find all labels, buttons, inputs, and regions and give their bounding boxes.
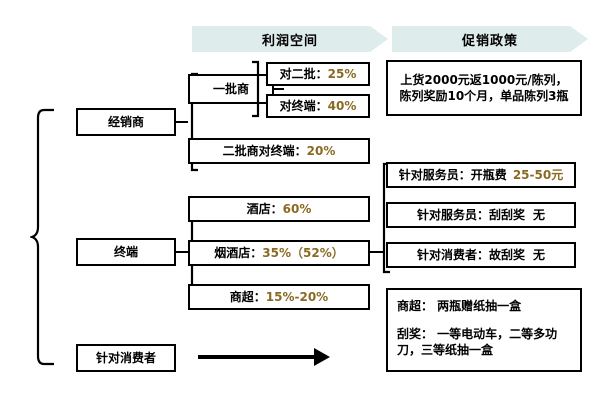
channel-box-consumer: 针对消费者 (76, 344, 176, 372)
box-first-to-terminal: 对终端： 40% (266, 94, 370, 118)
terminal-supermarket-value: 15%-20% (265, 289, 329, 304)
connector-distributor (176, 121, 188, 123)
box-promo-consumer-scratch-prize: 针对消费者：故刮奖 无 (386, 242, 576, 268)
first-tier-label: 一批商 (212, 81, 249, 96)
promo-waiter-scratch-prize-value: 无 (533, 207, 546, 222)
channel-label-terminal: 终端 (113, 244, 138, 259)
promo-waiter-opening-fee-label: 针对服务员：开瓶费 (398, 167, 507, 182)
terminal-supermarket-label: 商超： (229, 289, 266, 304)
box-first-tier: 一批商 (188, 74, 274, 104)
banner-promo-policy-label: 促销政策 (461, 33, 518, 49)
box-promo-waiter-opening-fee: 针对服务员：开瓶费 25-50元 (386, 162, 576, 188)
connector-terminal-to-promo (370, 251, 384, 253)
promo-consumer-note-scratch: 刮奖： 一等电动车，二等多功刀，三等纸抽一盒 (397, 327, 558, 358)
box-promo-consumer-notes: 商超： 两瓶赠纸抽一盒 刮奖： 一等电动车，二等多功刀，三等纸抽一盒 (386, 288, 582, 372)
box-first-to-second: 对二批： 25% (266, 62, 370, 86)
banner-promo-policy: 促销政策 (392, 26, 588, 52)
terminal-hotel-value: 60% (282, 201, 312, 216)
consumer-flow-arrow-head (314, 348, 330, 366)
second-to-terminal-label: 二批商对终端： (222, 143, 307, 158)
connector-terminal (176, 251, 188, 253)
channel-label-consumer: 针对消费者 (95, 350, 156, 365)
box-second-to-terminal: 二批商对终端： 20% (188, 138, 370, 164)
banner-profit-space-label: 利润空间 (261, 33, 318, 49)
promo-distributor-policy-text: 上货2000元返1000元/陈列，陈列奖励10个月，单品陈列3瓶 (399, 72, 569, 103)
promo-consumer-note-supermarket: 商超： 两瓶赠纸抽一盒 (397, 299, 522, 313)
box-terminal-tobacco-shop: 烟酒店： 35%（52%） (188, 240, 370, 266)
terminal-hotel-label: 酒店： (246, 201, 283, 216)
first-to-second-value: 25% (327, 66, 357, 81)
box-terminal-supermarket: 商超： 15%-20% (188, 284, 370, 310)
channel-box-terminal: 终端 (76, 238, 176, 266)
second-to-terminal-value: 20% (306, 143, 336, 158)
connector-first-tier (274, 88, 284, 90)
terminal-tobacco-shop-label: 烟酒店： (214, 245, 263, 260)
box-promo-waiter-scratch-prize: 针对服务员：刮刮奖 无 (386, 202, 576, 228)
promo-waiter-scratch-prize-label: 针对服务员：刮刮奖 (416, 207, 525, 222)
first-to-terminal-value: 40% (327, 98, 357, 113)
terminal-tobacco-shop-value: 35%（52%） (262, 245, 344, 260)
channel-box-distributor: 经销商 (76, 108, 176, 136)
box-promo-distributor-policy: 上货2000元返1000元/陈列，陈列奖励10个月，单品陈列3瓶 (386, 60, 582, 116)
root-brace (30, 108, 56, 366)
promo-consumer-scratch-prize-value: 无 (533, 247, 546, 262)
channel-label-distributor: 经销商 (107, 114, 144, 129)
promo-consumer-scratch-prize-label: 针对消费者：故刮奖 (416, 247, 525, 262)
promo-waiter-opening-fee-value: 25-50元 (512, 167, 564, 182)
first-to-second-label: 对二批： (279, 66, 328, 81)
banner-profit-space: 利润空间 (192, 26, 388, 52)
bracket-first-tier-split (250, 60, 264, 118)
box-terminal-hotel: 酒店： 60% (188, 196, 370, 222)
consumer-flow-arrow-line (198, 355, 316, 359)
first-to-terminal-label: 对终端： (279, 98, 328, 113)
